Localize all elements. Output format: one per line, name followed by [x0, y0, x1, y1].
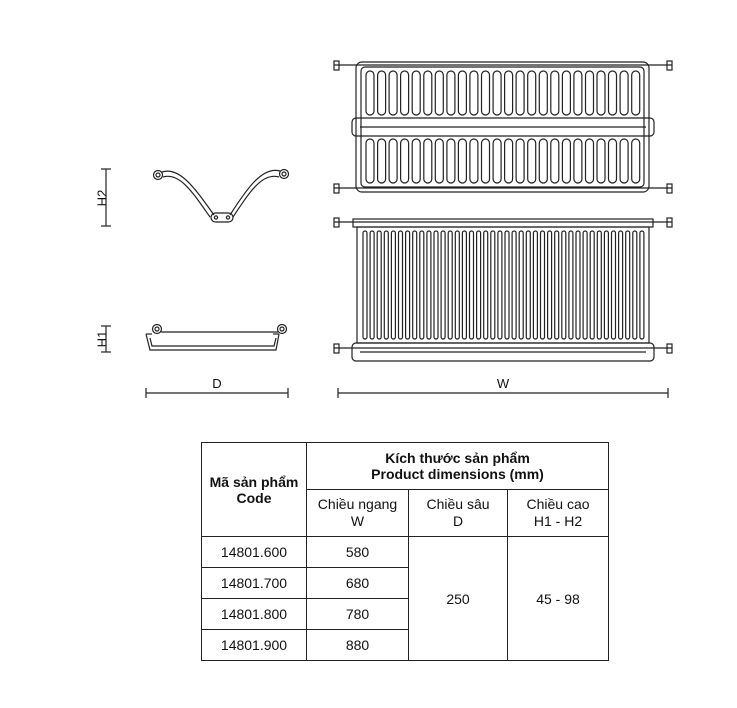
table-row: 14801.600 580 250 45 - 98	[201, 536, 609, 661]
depth-cell: 250	[408, 536, 508, 661]
plate-rack-front-view	[333, 60, 673, 194]
h1-dimension	[101, 325, 111, 353]
bowl-rack-front-view	[333, 217, 673, 362]
h2-dimension	[101, 168, 111, 227]
h1-label: H1	[95, 331, 110, 348]
width-column-header: Chiều ngang W	[306, 489, 409, 537]
d-label: D	[212, 376, 221, 391]
w-dimension	[337, 388, 669, 398]
height-cell: 45 - 98	[507, 536, 609, 661]
height-column-header: Chiều cao H1 - H2	[507, 489, 609, 537]
width-cell: 880	[306, 629, 409, 661]
code-cell: 14801.900	[201, 629, 307, 661]
width-cell: 680	[306, 567, 409, 599]
side-profile-tray	[145, 323, 288, 351]
code-cell: 14801.800	[201, 598, 307, 630]
dimensions-header: Kích thước sản phẩm Product dimensions (…	[306, 442, 609, 490]
technical-drawing: H2 H1 D W	[95, 60, 673, 398]
table-row: 14801.700 680	[201, 567, 609, 599]
code-cell: 14801.600	[201, 536, 307, 568]
side-profile-v	[152, 168, 290, 223]
code-cell: 14801.700	[201, 567, 307, 599]
width-cell: 580	[306, 536, 409, 568]
width-cell: 780	[306, 598, 409, 630]
h2-label: H2	[95, 190, 110, 207]
table-row: 14801.800 780	[201, 598, 609, 630]
w-label: W	[497, 376, 510, 391]
code-column-header: Mã sản phẩm Code	[201, 442, 307, 537]
d-dimension	[145, 388, 289, 398]
product-dimensions-table: Mã sản phẩm Code Kích thước sản phẩm Pro…	[201, 442, 609, 661]
depth-column-header: Chiều sâu D	[408, 489, 508, 537]
table-row: 14801.900 880	[201, 629, 609, 661]
